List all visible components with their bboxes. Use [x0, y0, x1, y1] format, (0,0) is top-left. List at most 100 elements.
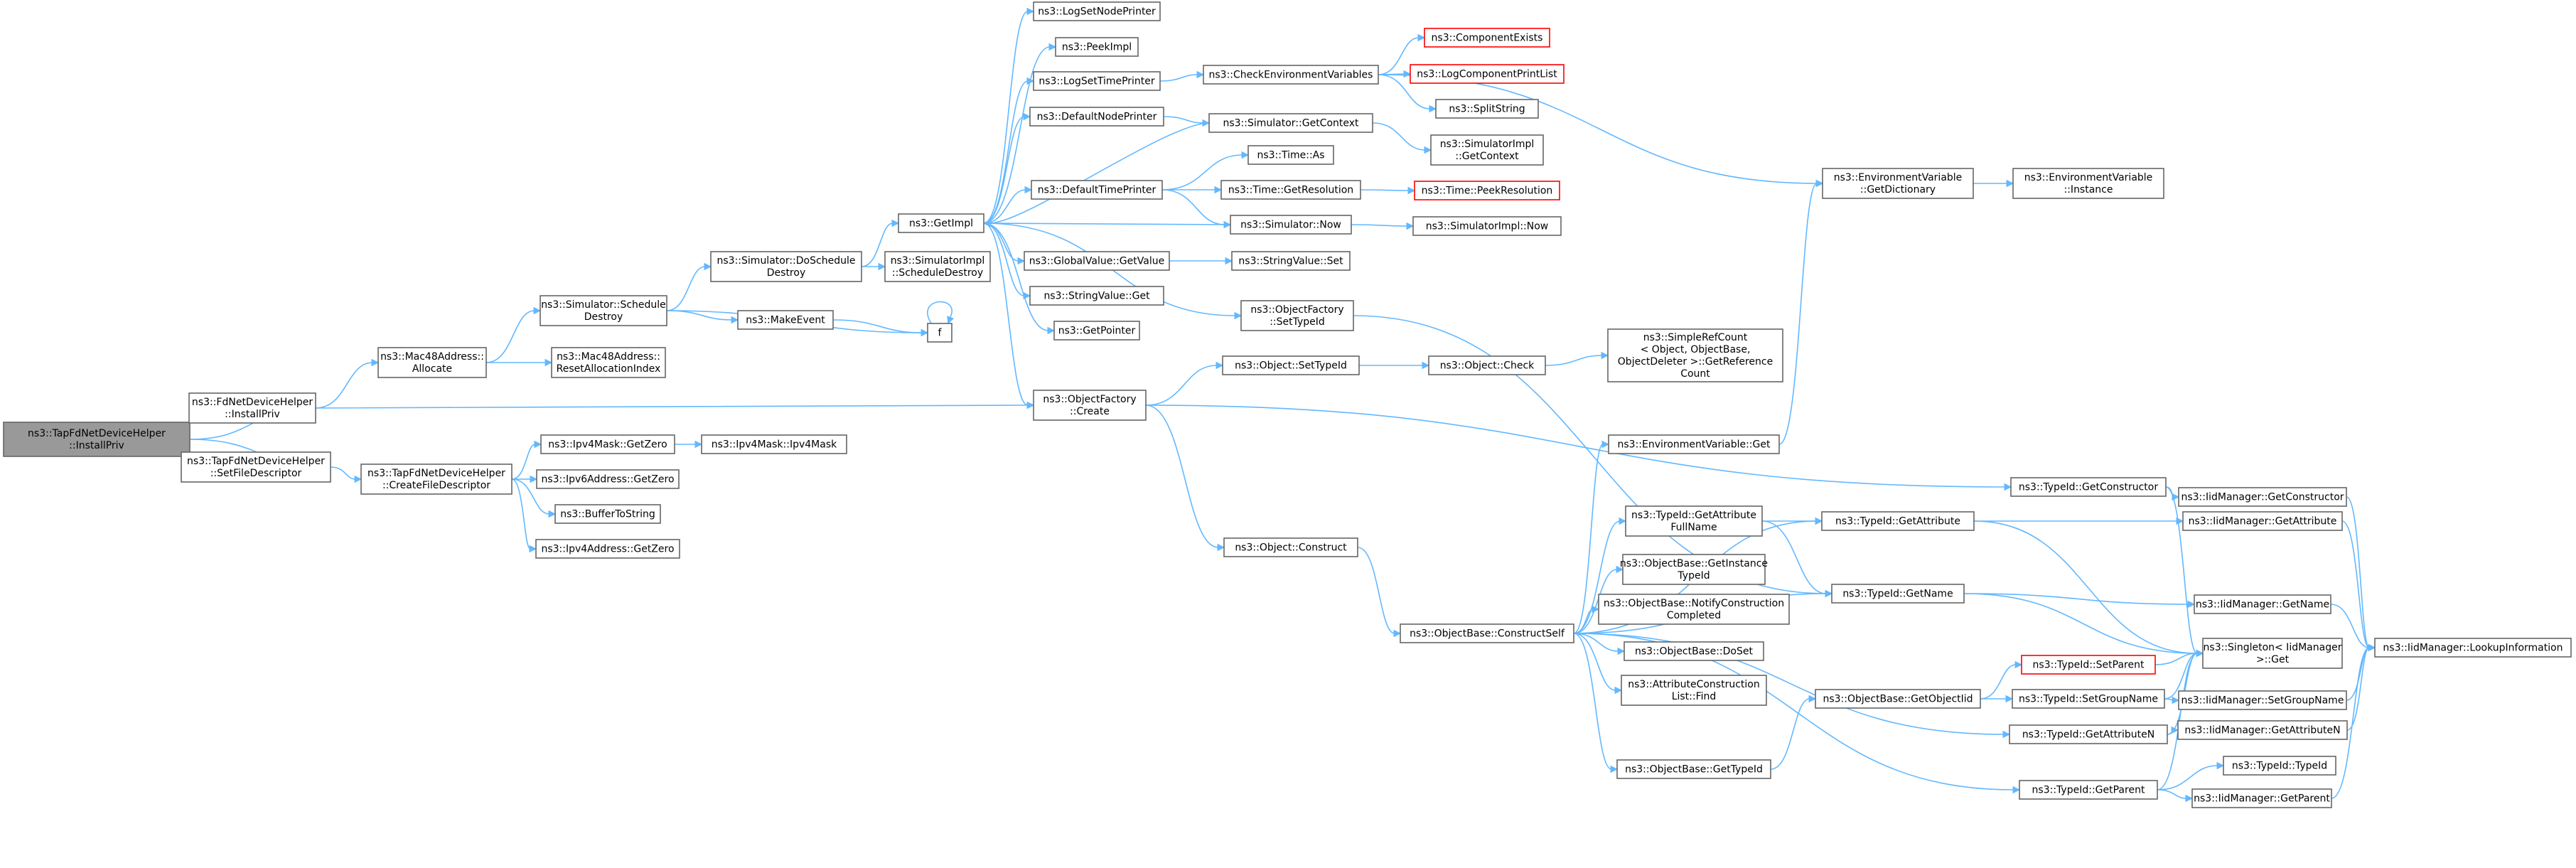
arrowhead: [1614, 686, 1623, 695]
graph-node-iidm-get-attribute-n[interactable]: ns3::IidManager::GetAttributeN: [2177, 720, 2348, 740]
graph-node-obj-check[interactable]: ns3::Object::Check: [1428, 355, 1546, 375]
graph-node-ipv4addr-get-zero[interactable]: ns3::Ipv4Address::GetZero: [535, 539, 680, 559]
graph-node-simimpl-sched-destroy[interactable]: ns3::SimulatorImpl::ScheduleDestroy: [884, 251, 991, 282]
graph-node-log-set-time-printer[interactable]: ns3::LogSetTimePrinter: [1033, 71, 1161, 91]
graph-node-split-string[interactable]: ns3::SplitString: [1435, 99, 1539, 119]
graph-node-global-value-get[interactable]: ns3::GlobalValue::GetValue: [1024, 251, 1170, 271]
graph-node-iidm-set-group-name[interactable]: ns3::IidManager::SetGroupName: [2178, 690, 2347, 710]
graph-node-make-event[interactable]: ns3::MakeEvent: [737, 310, 834, 330]
graph-node-sim-get-context[interactable]: ns3::Simulator::GetContext: [1208, 113, 1373, 133]
graph-node-buffer-to-string[interactable]: ns3::BufferToString: [554, 504, 661, 524]
graph-node-component-exists[interactable]: ns3::ComponentExists: [1424, 28, 1550, 48]
graph-node-iidm-get-name[interactable]: ns3::IidManager::GetName: [2194, 594, 2331, 614]
graph-node-objbase-get-tid[interactable]: ns3::ObjectBase::GetTypeId: [1616, 759, 1771, 779]
node-box: [1622, 554, 1766, 585]
call-edge: [2164, 653, 2198, 700]
graph-node-iidm-get-parent[interactable]: ns3::IidManager::GetParent: [2191, 788, 2332, 808]
graph-node-env-var-get-dict[interactable]: ns3::EnvironmentVariable::GetDictionary: [1822, 168, 1974, 199]
graph-node-tid-get-constructor[interactable]: ns3::TypeId::GetConstructor: [2010, 477, 2167, 497]
graph-node-iidm-lookup[interactable]: ns3::IidManager::LookupInformation: [2374, 638, 2572, 658]
graph-node-get-pointer[interactable]: ns3::GetPointer: [1053, 321, 1140, 341]
arrowhead: [544, 358, 553, 367]
graph-node-log-set-node-printer[interactable]: ns3::LogSetNodePrinter: [1033, 1, 1161, 21]
node-label: ns3::TypeId::GetName: [1842, 589, 1953, 600]
graph-node-ipv6-get-zero[interactable]: ns3::Ipv6Address::GetZero: [536, 469, 680, 489]
node-box: [1625, 505, 1763, 537]
node-box: [1222, 355, 1360, 375]
graph-node-time-get-resolution[interactable]: ns3::Time::GetResolution: [1220, 180, 1361, 200]
graph-node-obj-factory-create[interactable]: ns3::ObjectFactory::Create: [1033, 390, 1147, 421]
graph-node-obj-construct[interactable]: ns3::Object::Construct: [1223, 537, 1358, 557]
graph-node-tid-set-group-name[interactable]: ns3::TypeId::SetGroupName: [2012, 689, 2165, 709]
graph-node-tid-ctor[interactable]: ns3::TypeId::TypeId: [2223, 756, 2336, 776]
graph-node-tid-set-parent[interactable]: ns3::TypeId::SetParent: [2021, 655, 2156, 675]
graph-node-simimpl-get-context[interactable]: ns3::SimulatorImpl::GetContext: [1430, 134, 1544, 166]
arrowhead: [2172, 696, 2180, 704]
node-box: [1616, 759, 1771, 779]
graph-node-simple-ref-count[interactable]: ns3::SimpleRefCount< Object, ObjectBase,…: [1607, 328, 1783, 382]
graph-node-default-time-printer[interactable]: ns3::DefaultTimePrinter: [1031, 180, 1163, 200]
call-edge: [1573, 633, 1619, 652]
node-box: [1428, 355, 1546, 375]
graph-node-set-fd[interactable]: ns3::TapFdNetDeviceHelper::SetFileDescri…: [181, 451, 331, 483]
graph-node-fd-install[interactable]: ns3::FdNetDeviceHelper::InstallPriv: [188, 392, 316, 424]
graph-node-time-as[interactable]: ns3::Time::As: [1247, 145, 1334, 165]
graph-node-objbase-doset[interactable]: ns3::ObjectBase::DoSet: [1624, 641, 1764, 661]
graph-node-iidm-get-constructor[interactable]: ns3::IidManager::GetConstructor: [2178, 487, 2347, 507]
graph-node-create-fd[interactable]: ns3::TapFdNetDeviceHelper::CreateFileDes…: [360, 464, 512, 495]
node-label: ns3::Object::Construct: [1235, 542, 1347, 554]
graph-node-peek-impl[interactable]: ns3::PeekImpl: [1055, 37, 1139, 57]
graph-node-string-value-get[interactable]: ns3::StringValue::Get: [1029, 286, 1164, 306]
node-label: ns3::ObjectBase::GetTypeId: [1625, 764, 1763, 776]
graph-node-sim-sched-destroy[interactable]: ns3::Simulator::ScheduleDestroy: [540, 295, 667, 326]
graph-node-ipv4mask-ctor[interactable]: ns3::Ipv4Mask::Ipv4Mask: [701, 434, 847, 454]
graph-node-root[interactable]: ns3::TapFdNetDeviceHelper::InstallPriv: [3, 422, 190, 457]
graph-node-string-value-set[interactable]: ns3::StringValue::Set: [1231, 251, 1351, 271]
arrowhead: [2004, 483, 2012, 491]
node-label: ns3::SplitString: [1449, 104, 1525, 115]
node-box: [181, 451, 331, 483]
graph-node-obj-factory-set-tid[interactable]: ns3::ObjectFactory::SetTypeId: [1240, 300, 1354, 331]
node-box: [710, 251, 862, 282]
graph-node-tid-get-name[interactable]: ns3::TypeId::GetName: [1831, 584, 1965, 604]
node-box: [1033, 390, 1147, 421]
graph-node-iidm-get-attribute[interactable]: ns3::IidManager::GetAttribute: [2182, 511, 2343, 531]
arrowhead: [1616, 565, 1624, 574]
graph-node-ipv4mask-get-zero[interactable]: ns3::Ipv4Mask::GetZero: [540, 434, 675, 454]
graph-node-objbase-construct-self[interactable]: ns3::ObjectBase::ConstructSelf: [1400, 623, 1574, 643]
graph-node-env-var-instance[interactable]: ns3::EnvironmentVariable::Instance: [2012, 168, 2164, 199]
call-edge: [511, 478, 531, 550]
call-edge: [1761, 520, 1827, 594]
graph-node-env-var-get[interactable]: ns3::EnvironmentVariable::Get: [1608, 434, 1780, 454]
graph-node-default-node-printer[interactable]: ns3::DefaultNodePrinter: [1029, 107, 1164, 127]
node-box: [1621, 675, 1767, 706]
call-edge: [1778, 183, 1818, 445]
graph-node-simimpl-now[interactable]: ns3::SimulatorImpl::Now: [1412, 216, 1562, 236]
arrowhead: [1619, 517, 1627, 525]
graph-node-time-peek-resolution[interactable]: ns3::Time::PeekResolution: [1414, 181, 1560, 200]
node-label: Count: [1680, 368, 1710, 380]
graph-node-tid-get-parent[interactable]: ns3::TypeId::GetParent: [2019, 780, 2158, 800]
graph-node-obj-set-tid[interactable]: ns3::Object::SetTypeId: [1222, 355, 1360, 375]
graph-node-log-component-print-list[interactable]: ns3::LogComponentPrintList: [1410, 64, 1565, 84]
graph-node-mac-alloc[interactable]: ns3::Mac48Address::Allocate: [377, 347, 487, 378]
call-edge: [927, 301, 952, 324]
node-label: ns3::EnvironmentVariable: [2024, 172, 2153, 183]
graph-node-get-impl[interactable]: ns3::GetImpl: [898, 213, 984, 233]
graph-node-check-env-vars[interactable]: ns3::CheckEnvironmentVariables: [1203, 65, 1379, 85]
graph-node-tid-get-attribute-n[interactable]: ns3::TypeId::GetAttributeN: [2009, 724, 2168, 744]
graph-node-objbase-notify-construction[interactable]: ns3::ObjectBase::NotifyConstructionCompl…: [1598, 594, 1790, 625]
graph-node-tid-get-attribute[interactable]: ns3::TypeId::GetAttribute: [1821, 511, 1975, 531]
graph-node-sim-now[interactable]: ns3::Simulator::Now: [1230, 215, 1352, 235]
node-label: ns3::Ipv4Mask::GetZero: [548, 439, 667, 451]
graph-node-objbase-get-object-iid[interactable]: ns3::ObjectBase::GetObjectIid: [1815, 689, 1981, 709]
graph-node-mac-reset[interactable]: ns3::Mac48Address::ResetAllocationIndex: [551, 347, 666, 378]
graph-node-singleton-get[interactable]: ns3::Singleton< IidManager>::Get: [2202, 638, 2343, 669]
node-label: ns3::CheckEnvironmentVariables: [1209, 70, 1373, 81]
graph-node-f[interactable]: f: [927, 323, 952, 343]
node-label: ns3::DefaultTimePrinter: [1038, 185, 1156, 196]
